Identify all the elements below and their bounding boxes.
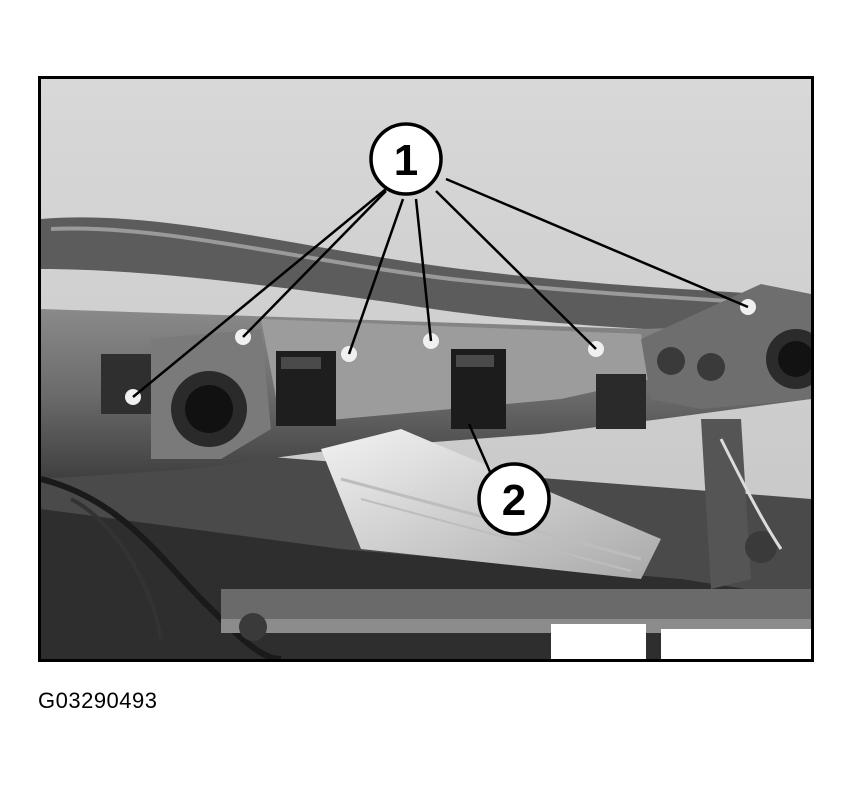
callout-1-label: 1 [394,136,418,185]
bolt [239,613,267,641]
callout-2-label: 2 [502,476,526,525]
seat-frame-photo: 1 2 [38,76,814,662]
figure-id: G03290493 [38,688,158,713]
upper-frame-tube [41,217,811,339]
tube-highlight [50,226,762,305]
connector-right [596,374,646,429]
callout-2-leader [467,423,493,475]
bolt [657,347,685,375]
right-leg [701,419,751,589]
callout-1-leaders [132,177,749,398]
callout-1: 1 [369,122,443,196]
label-patch [661,629,811,659]
bolt [697,353,725,381]
callout-2: 2 [477,462,551,536]
cable [41,476,282,659]
seat-frame-illustration: 1 2 [41,79,811,659]
connector-far-left [101,354,151,414]
label-patch [551,624,646,659]
lower-rail [221,589,811,619]
right-pivot-bracket [641,284,811,409]
